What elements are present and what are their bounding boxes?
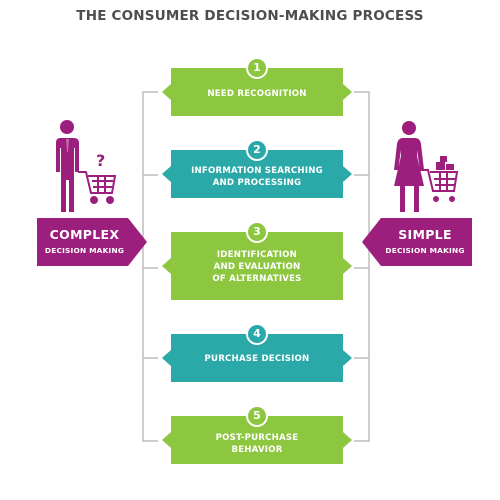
step-label-3: IDENTIFICATION AND EVALUATION OF ALTERNA… [212,250,302,284]
complex-subtitle: DECISION MAKING [44,246,125,255]
step-box-1 [162,68,352,116]
step-box-4 [162,334,352,382]
step-number-circle-2 [246,139,268,161]
step-number-3: 3 [253,225,261,238]
step-number-5: 5 [253,409,261,422]
step-label-4: PURCHASE DECISION [204,354,310,364]
left-bracket [142,91,158,442]
step-number-1: 1 [253,61,261,74]
complex-title: COMPLEX [49,227,120,242]
step-number-circle-5 [246,405,268,427]
simple-subtitle: DECISION MAKING [385,246,465,255]
step-label-5: POST-PURCHASE BEHAVIOR [215,433,299,455]
step-label-1: NEED RECOGNITION [207,89,307,99]
diagram-title: THE CONSUMER DECISION-MAKING PROCESS [76,8,424,24]
complex-banner [37,218,147,266]
step-box-3 [162,232,352,300]
step-label-2: INFORMATION SEARCHING AND PROCESSING [191,166,323,188]
step-number-circle-1 [246,57,268,79]
simple-banner [362,218,472,266]
step-number-circle-3 [246,221,268,243]
man-with-cart-icon [56,120,79,212]
step-box-5 [162,416,352,464]
step-box-2 [162,150,352,198]
question-mark-icon: ? [96,151,105,170]
step-number-2: 2 [253,143,261,156]
right-bracket [354,91,370,442]
shopping-cart-icon-left [78,171,117,204]
step-number-4: 4 [253,327,261,340]
woman-with-cart-icon [394,121,424,212]
shopping-cart-icon-right [420,156,459,202]
simple-title: SIMPLE [398,227,452,242]
step-number-circle-4 [246,323,268,345]
